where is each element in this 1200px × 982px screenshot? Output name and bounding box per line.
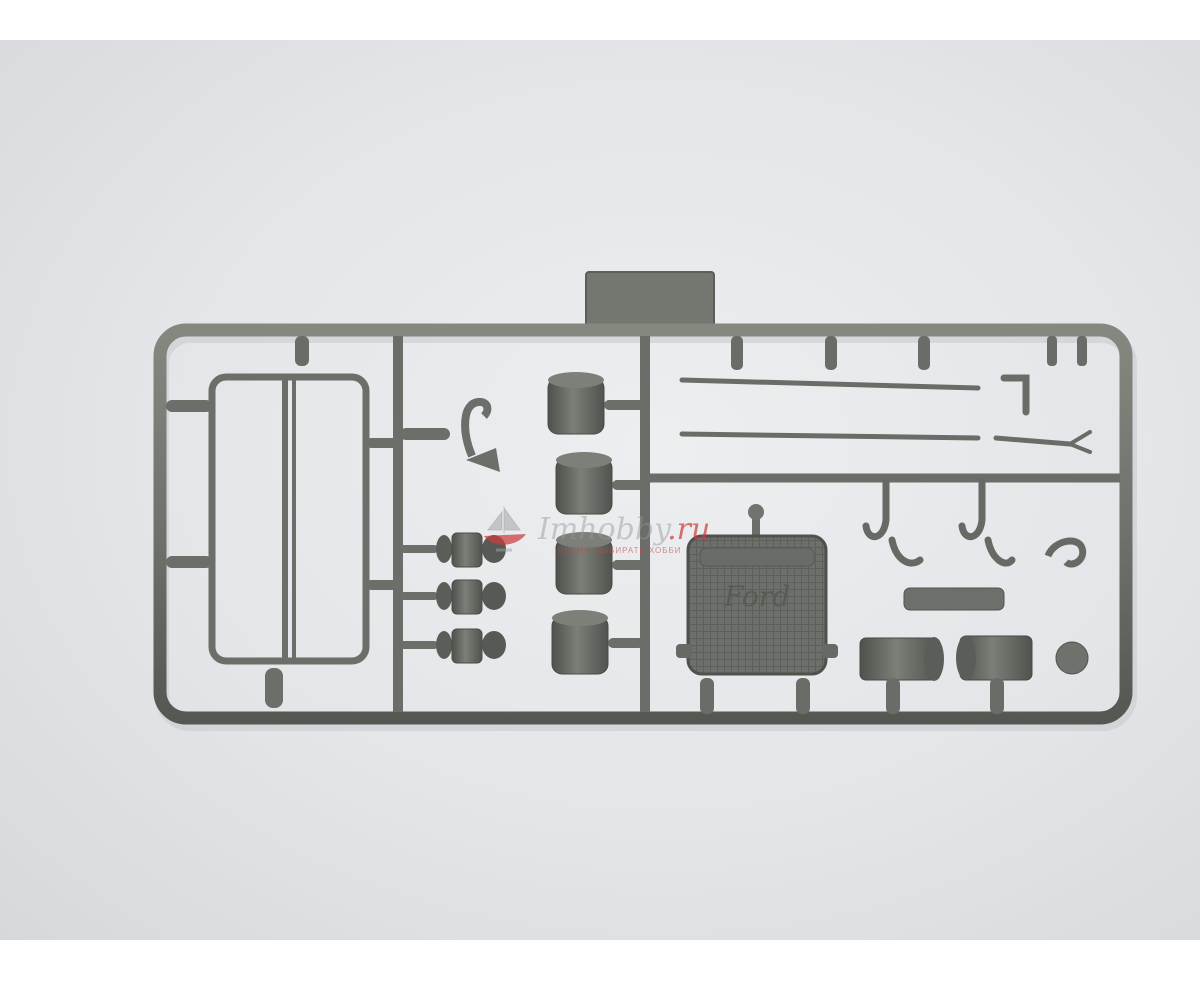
sprue-tab — [585, 271, 715, 331]
pedal-parts — [862, 478, 1016, 567]
watermark-logo-icon — [484, 506, 526, 552]
hook-part — [400, 397, 500, 472]
sprue-drawing: Ford — [153, 271, 1137, 731]
pedal-bracket-part — [903, 587, 1005, 611]
watermark: Imhobby.ru ВРЕМЯ ВЫБИРАТЬ ХОББИ — [476, 500, 736, 570]
sprue-frame — [153, 323, 1133, 725]
sprue-photo: Ford Imhobby.ru ВРЕМЯ ВЫБИРАТ — [0, 40, 1200, 940]
rod-parts — [679, 374, 1092, 454]
lamp-housing-parts — [547, 372, 644, 675]
bottom-gates — [700, 678, 1004, 714]
watermark-tagline: ВРЕМЯ ВЫБИРАТЬ ХОББИ — [558, 546, 682, 555]
watermark-name: Imhobby.ru — [538, 512, 711, 547]
small-hook-part — [1044, 537, 1087, 568]
windshield-frame-part — [166, 373, 400, 708]
headlamp-parts — [400, 532, 506, 664]
horn-parts — [859, 635, 1089, 681]
radiator-part: Ford — [676, 504, 838, 676]
radiator-script: Ford — [723, 580, 790, 613]
